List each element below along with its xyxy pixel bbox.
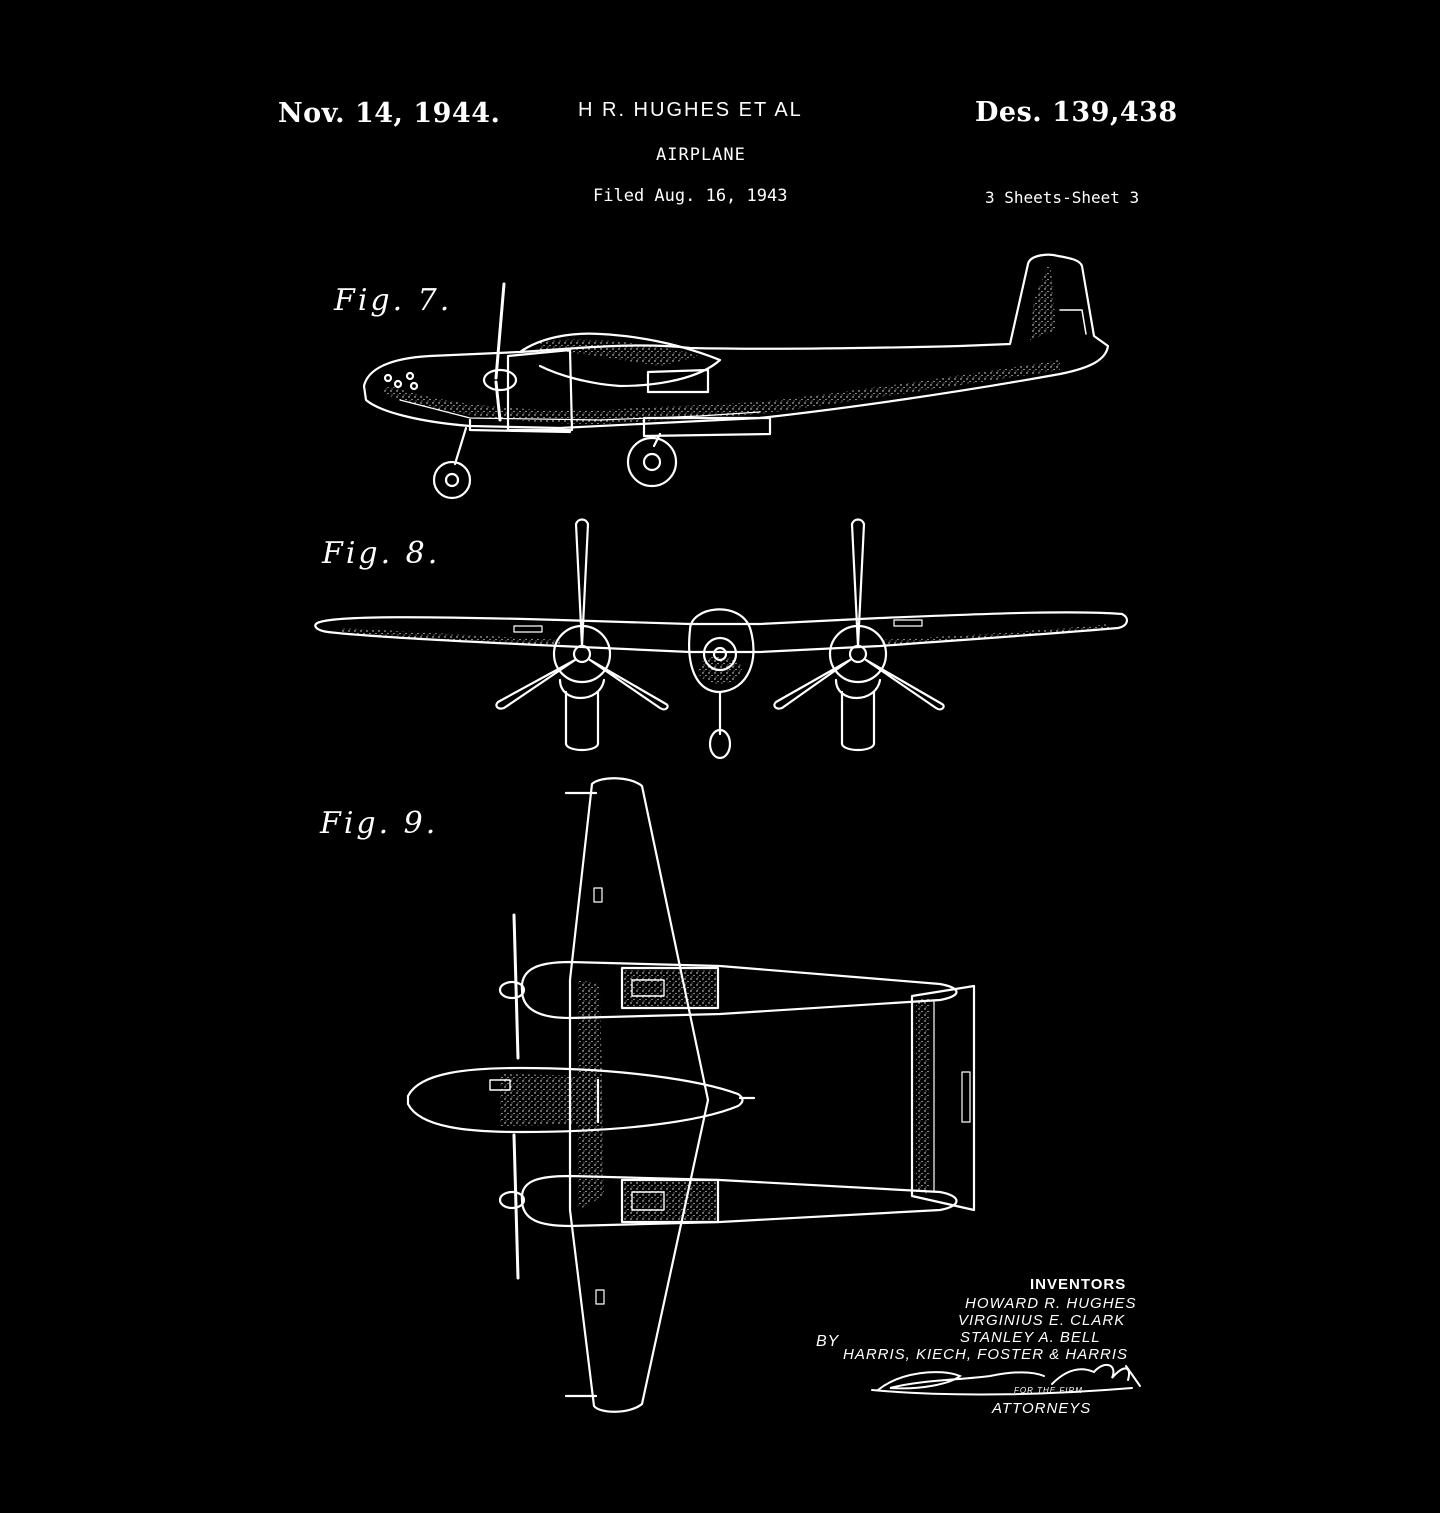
side-view-stipple <box>380 260 1060 424</box>
top-view-stipple <box>500 970 930 1220</box>
fig-9-label: Fig. 9. <box>320 806 439 841</box>
filed-date: Filed Aug. 16, 1943 <box>593 186 788 206</box>
sheet-count: 3 Sheets-Sheet 3 <box>985 188 1140 207</box>
attorneys-label: ATTORNEYS <box>992 1400 1092 1417</box>
inventor-line: H R. HUGHES ET AL <box>578 99 803 121</box>
patent-number: Des. 139,438 <box>975 97 1178 128</box>
inventor-name: Virginius E. Clark <box>958 1312 1126 1329</box>
fig-8-label: Fig. 8. <box>322 536 441 571</box>
front-view-stipple <box>340 624 1110 684</box>
patent-date: Nov. 14, 1944. <box>278 98 501 129</box>
fig-7-label: Fig. 7. <box>334 283 453 318</box>
inventor-name: Stanley A. Bell <box>960 1329 1101 1346</box>
law-firm-name: Harris, Kiech, Foster & Harris <box>843 1346 1129 1363</box>
patent-title: AIRPLANE <box>656 145 746 165</box>
for-the-firm-label: FOR THE FIRM <box>1014 1386 1083 1395</box>
by-label: By <box>816 1333 840 1350</box>
inventor-name: Howard R. Hughes <box>965 1295 1137 1312</box>
attorney-signature <box>871 1363 1141 1396</box>
inventors-heading: INVENTORS <box>1030 1276 1127 1293</box>
top-view-drawing <box>406 777 976 1413</box>
